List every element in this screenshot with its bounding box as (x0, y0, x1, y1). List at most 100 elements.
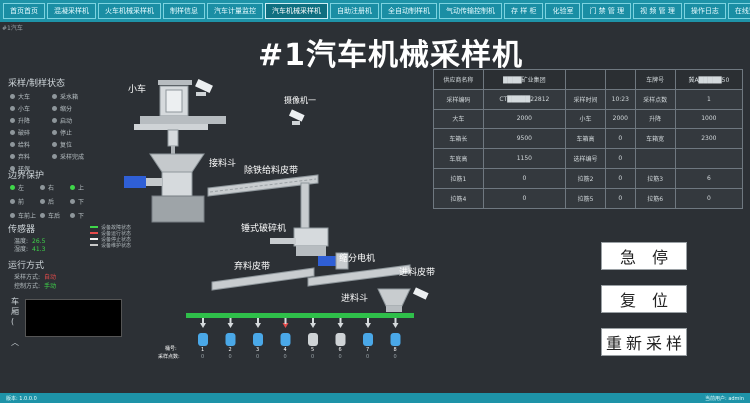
tab-7[interactable]: 全自动制样机 (381, 3, 437, 19)
table-cell: 0 (482, 187, 566, 209)
sample-bucket-icon (225, 333, 236, 346)
table-cell: 升降 (634, 108, 676, 130)
table-cell: 0 (605, 187, 636, 209)
label-bucket-row2: 采样点数: (158, 354, 180, 360)
tab-11[interactable]: 门 禁 管 理 (582, 3, 632, 19)
status-item: 升降 (10, 116, 52, 125)
status-indicator-icon (52, 154, 57, 159)
bucket-number: 3 (256, 347, 260, 353)
tab-bar: 首页首页混凝采样机火车机械采样机制样信息汽车计量监控汽车机械采样机自助注册机全自… (0, 0, 750, 22)
reset-button[interactable]: 复位 (601, 285, 687, 313)
bucket-count: 0 (256, 354, 260, 360)
table-cell: 供应商名称 (433, 69, 484, 90)
bucket-number: 5 (311, 347, 315, 353)
label-bucket-row: 桶号: (165, 346, 177, 352)
mode-line-2: 控制方式:手动 (14, 283, 57, 290)
tab-6[interactable]: 自助注册机 (330, 3, 379, 19)
bucket-number: 6 (338, 347, 342, 353)
limit-indicator-icon (70, 185, 75, 190)
tab-9[interactable]: 存 样 柜 (504, 3, 544, 19)
sample-bucket-icon (308, 333, 318, 346)
bucket-count: 0 (393, 354, 397, 360)
bucket-count: 0 (311, 354, 315, 360)
tab-10[interactable]: 化验室 (545, 3, 581, 19)
status-indicator-icon (10, 166, 15, 171)
status-indicator-icon (52, 118, 57, 123)
mode-line-1: 采样方式:自动 (14, 274, 57, 281)
limit-item: 车前上 (10, 211, 40, 220)
limit-item: 右 (40, 183, 70, 192)
bucket-arrow-icon (255, 323, 261, 328)
bucket-number: 1 (201, 347, 205, 353)
tab-12[interactable]: 视 频 管 理 (633, 3, 682, 19)
status-item: 破碎 (10, 128, 52, 137)
status-indicator-icon (10, 142, 15, 147)
table-cell: 选样编号 (564, 148, 607, 169)
resample-button[interactable]: 重新采样 (601, 328, 687, 356)
feed-belt (307, 264, 411, 287)
table-cell: 6 (674, 167, 744, 189)
tab-13[interactable]: 操作日志 (683, 3, 726, 19)
camera-icon-2 (288, 109, 305, 125)
limit-section-title: 边界保护 (8, 171, 45, 181)
table-cell: 2300 (674, 128, 744, 150)
sensor-line-2: 湿度:41.3 (14, 246, 46, 253)
status-indicator-icon (52, 130, 57, 135)
car-image-box (25, 299, 122, 337)
sensor-section-title: 传感器 (8, 225, 36, 235)
limit-item: 后 (40, 197, 70, 206)
label-trolley: 小车 (128, 85, 147, 95)
tab-2[interactable]: 火车机械采样机 (98, 3, 161, 19)
table-cell: 拉筋2 (564, 167, 607, 189)
table-cell (564, 69, 607, 90)
tab-14[interactable]: 在线监控 (727, 3, 750, 19)
label-crusher: 锤式破碎机 (241, 224, 287, 234)
status-indicator-icon (10, 154, 15, 159)
table-row: 供应商名称████矿业集团车牌号冀A█████50 (433, 69, 744, 90)
bucket-arrow-icon (227, 323, 234, 328)
legend-item: 设备运行状态 (90, 230, 131, 237)
limit-indicator-icon (40, 199, 45, 204)
status-indicator-icon (10, 118, 15, 123)
status-item: 采水箱 (52, 92, 94, 101)
bucket-arrow-icon (200, 323, 206, 328)
status-bar: 版本: 1.0.0.0 当前用户: admin (0, 393, 750, 403)
bucket-rail (186, 313, 414, 318)
table-cell: 0 (605, 167, 636, 189)
limit-item: 下 (70, 197, 100, 206)
tab-0[interactable]: 首页首页 (3, 3, 45, 19)
feed-hopper (377, 288, 411, 312)
status-legend: 设备故障状态设备运行状态设备停止状态设备维护状态 (90, 224, 131, 249)
limit-item: 下 (70, 211, 100, 220)
label-iron-belt: 除铁给料皮带 (244, 166, 299, 176)
limit-item: 车后 (40, 211, 70, 220)
sample-bucket-icon (363, 333, 373, 346)
label-hopper: 接料斗 (209, 159, 237, 169)
table-cell: 车底高 (433, 148, 484, 169)
table-cell (634, 148, 676, 169)
status-item: 环保 (10, 164, 52, 173)
limit-indicator-icon (40, 185, 45, 190)
label-reject-belt: 弃料皮带 (234, 262, 271, 272)
tab-4[interactable]: 汽车计量监控 (207, 3, 263, 19)
limit-indicator-icon (40, 213, 45, 218)
limit-item: 上 (70, 183, 100, 192)
status-item: 缩分 (52, 104, 94, 113)
sample-bucket-icon (198, 333, 208, 346)
bucket-count: 0 (366, 354, 370, 360)
label-divider-motor: 缩分电机 (339, 254, 376, 264)
tab-3[interactable]: 制样信息 (163, 3, 205, 19)
table-cell: 采样点数 (634, 88, 676, 110)
table-cell: 0 (605, 148, 636, 169)
table-cell (605, 69, 636, 90)
emergency-stop-button[interactable]: 急停 (601, 242, 687, 270)
table-cell: 采样时间 (564, 88, 607, 110)
table-cell: 大车 (433, 108, 484, 130)
tab-8[interactable]: 气动传输控制机 (439, 3, 502, 19)
tab-5[interactable]: 汽车机械采样机 (265, 3, 328, 19)
tab-1[interactable]: 混凝采样机 (47, 3, 96, 19)
